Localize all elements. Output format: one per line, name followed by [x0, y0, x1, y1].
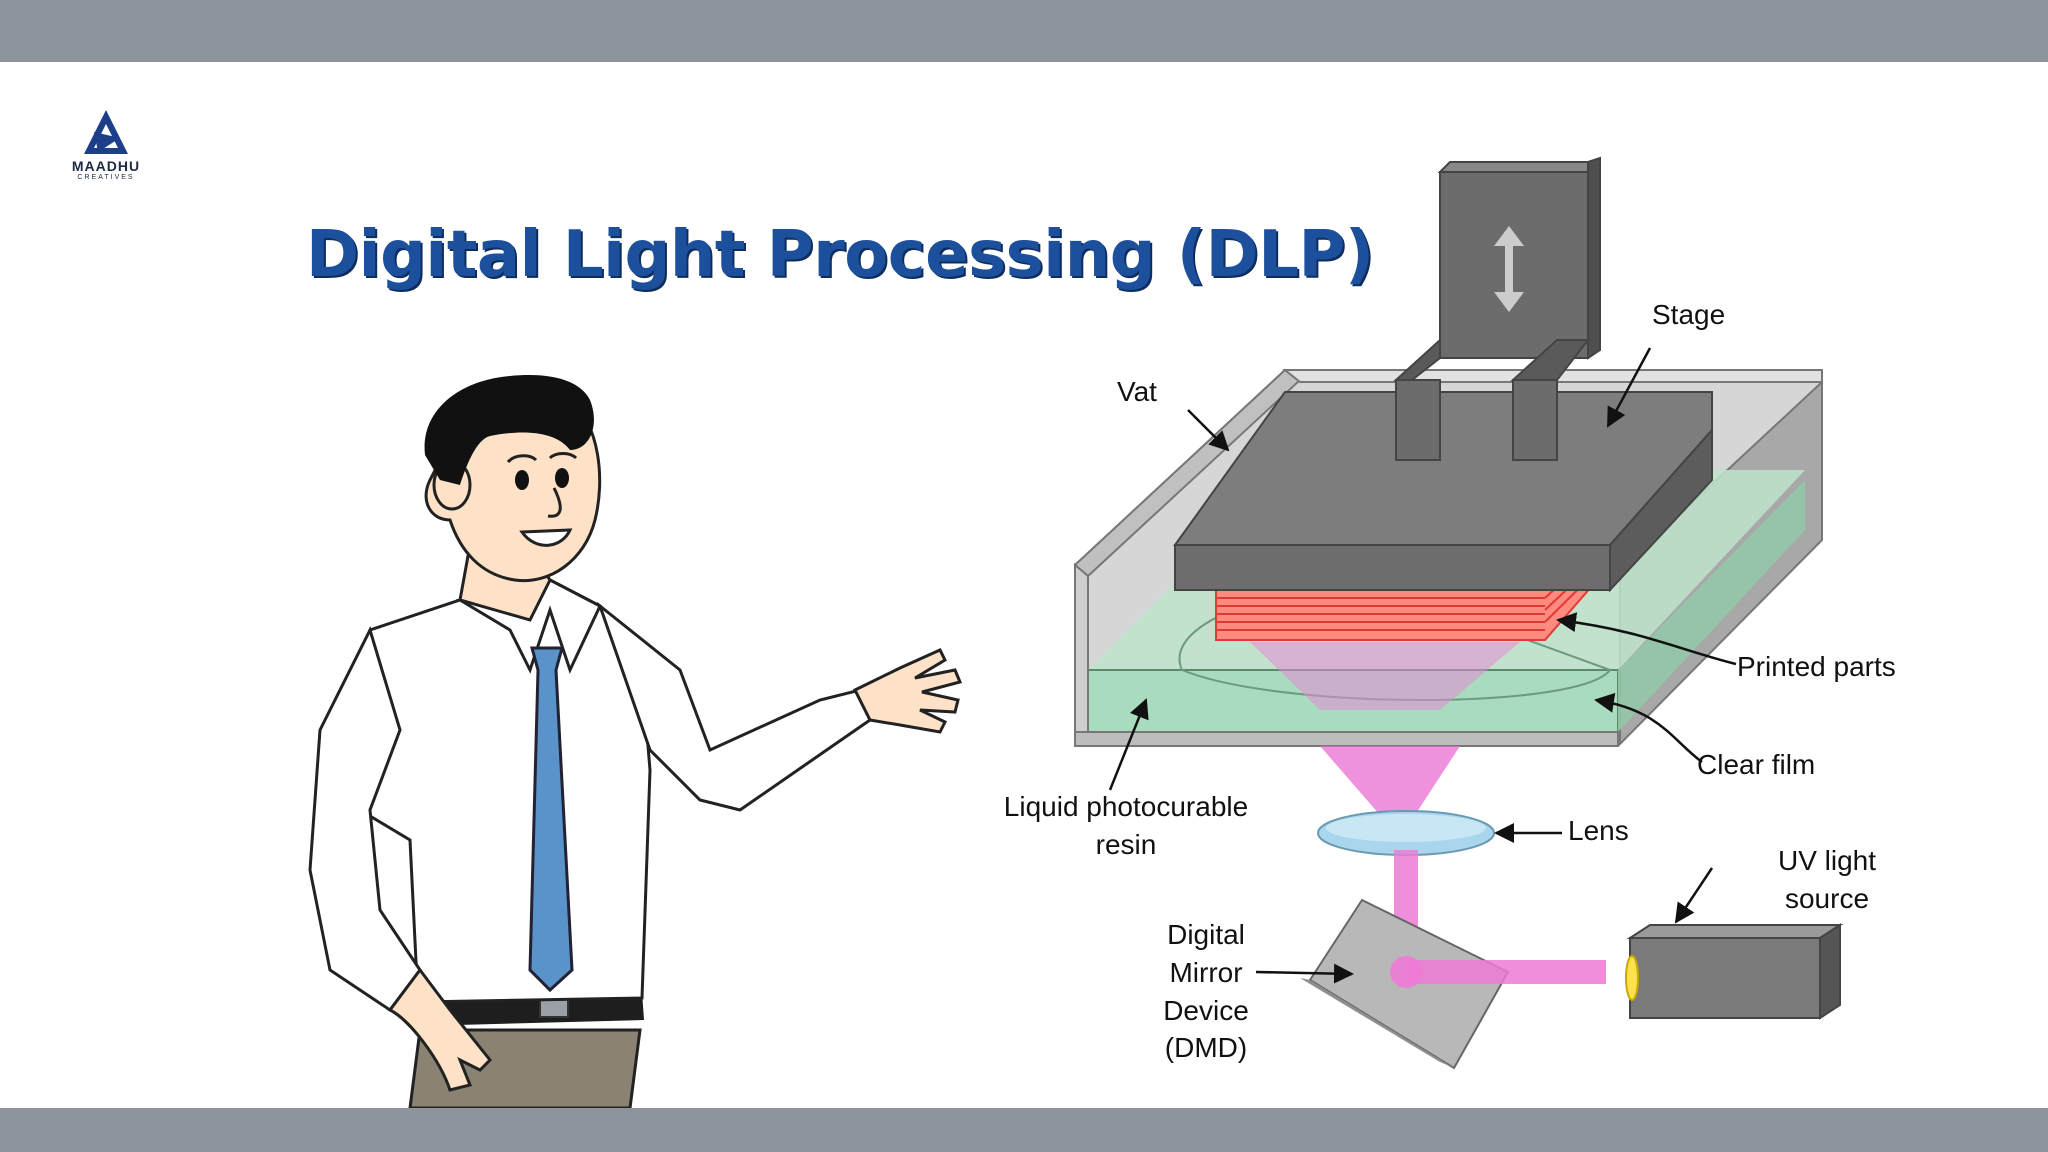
label-dmd-line4: (DMD) [1164, 1032, 1248, 1064]
label-printed-parts: Printed parts [1737, 651, 1896, 682]
label-resin: Liquid photocurable resin [976, 788, 1276, 864]
vat-base [1074, 731, 1619, 747]
dlp-diagram [1073, 156, 1844, 1070]
light-cone [1320, 746, 1460, 838]
label-resin-line2: resin [1095, 828, 1157, 860]
label-dmd-line2: Mirror [1169, 956, 1243, 988]
label-uv-line2: source [1784, 882, 1870, 914]
uv-light-source [1629, 937, 1821, 1019]
label-uv-source: UV light source [1752, 842, 1902, 918]
beam-horizontal [1406, 960, 1606, 984]
logo-subtitle: CREATIVES [77, 174, 135, 181]
label-vat: Vat [1117, 376, 1157, 407]
stage-column [1439, 171, 1589, 359]
label-uv-line1: UV light [1777, 845, 1877, 876]
presenter-illustration [308, 375, 963, 1108]
label-stage: Stage [1652, 299, 1726, 330]
bottom-band [0, 1108, 2048, 1152]
logo-name: MAADHU [71, 158, 141, 174]
label-resin-line1: Liquid photocurable [1003, 791, 1249, 822]
brand-logo-icon [84, 110, 128, 154]
up-down-arrow-icon [1494, 226, 1524, 312]
label-dmd-line1: Digital [1167, 919, 1245, 950]
label-dmd: Digital Mirror Device (DMD) [1136, 916, 1276, 1067]
label-clear-film: Clear film [1697, 749, 1816, 780]
label-dmd-line3: Device [1163, 994, 1249, 1026]
brand-logo: MAADHU CREATIVES [58, 108, 154, 188]
slide-title: Digital Light Processing (DLP) [306, 218, 1374, 292]
top-band [0, 0, 2048, 62]
label-lens: Lens [1568, 815, 1629, 846]
stage-front [1174, 544, 1611, 591]
